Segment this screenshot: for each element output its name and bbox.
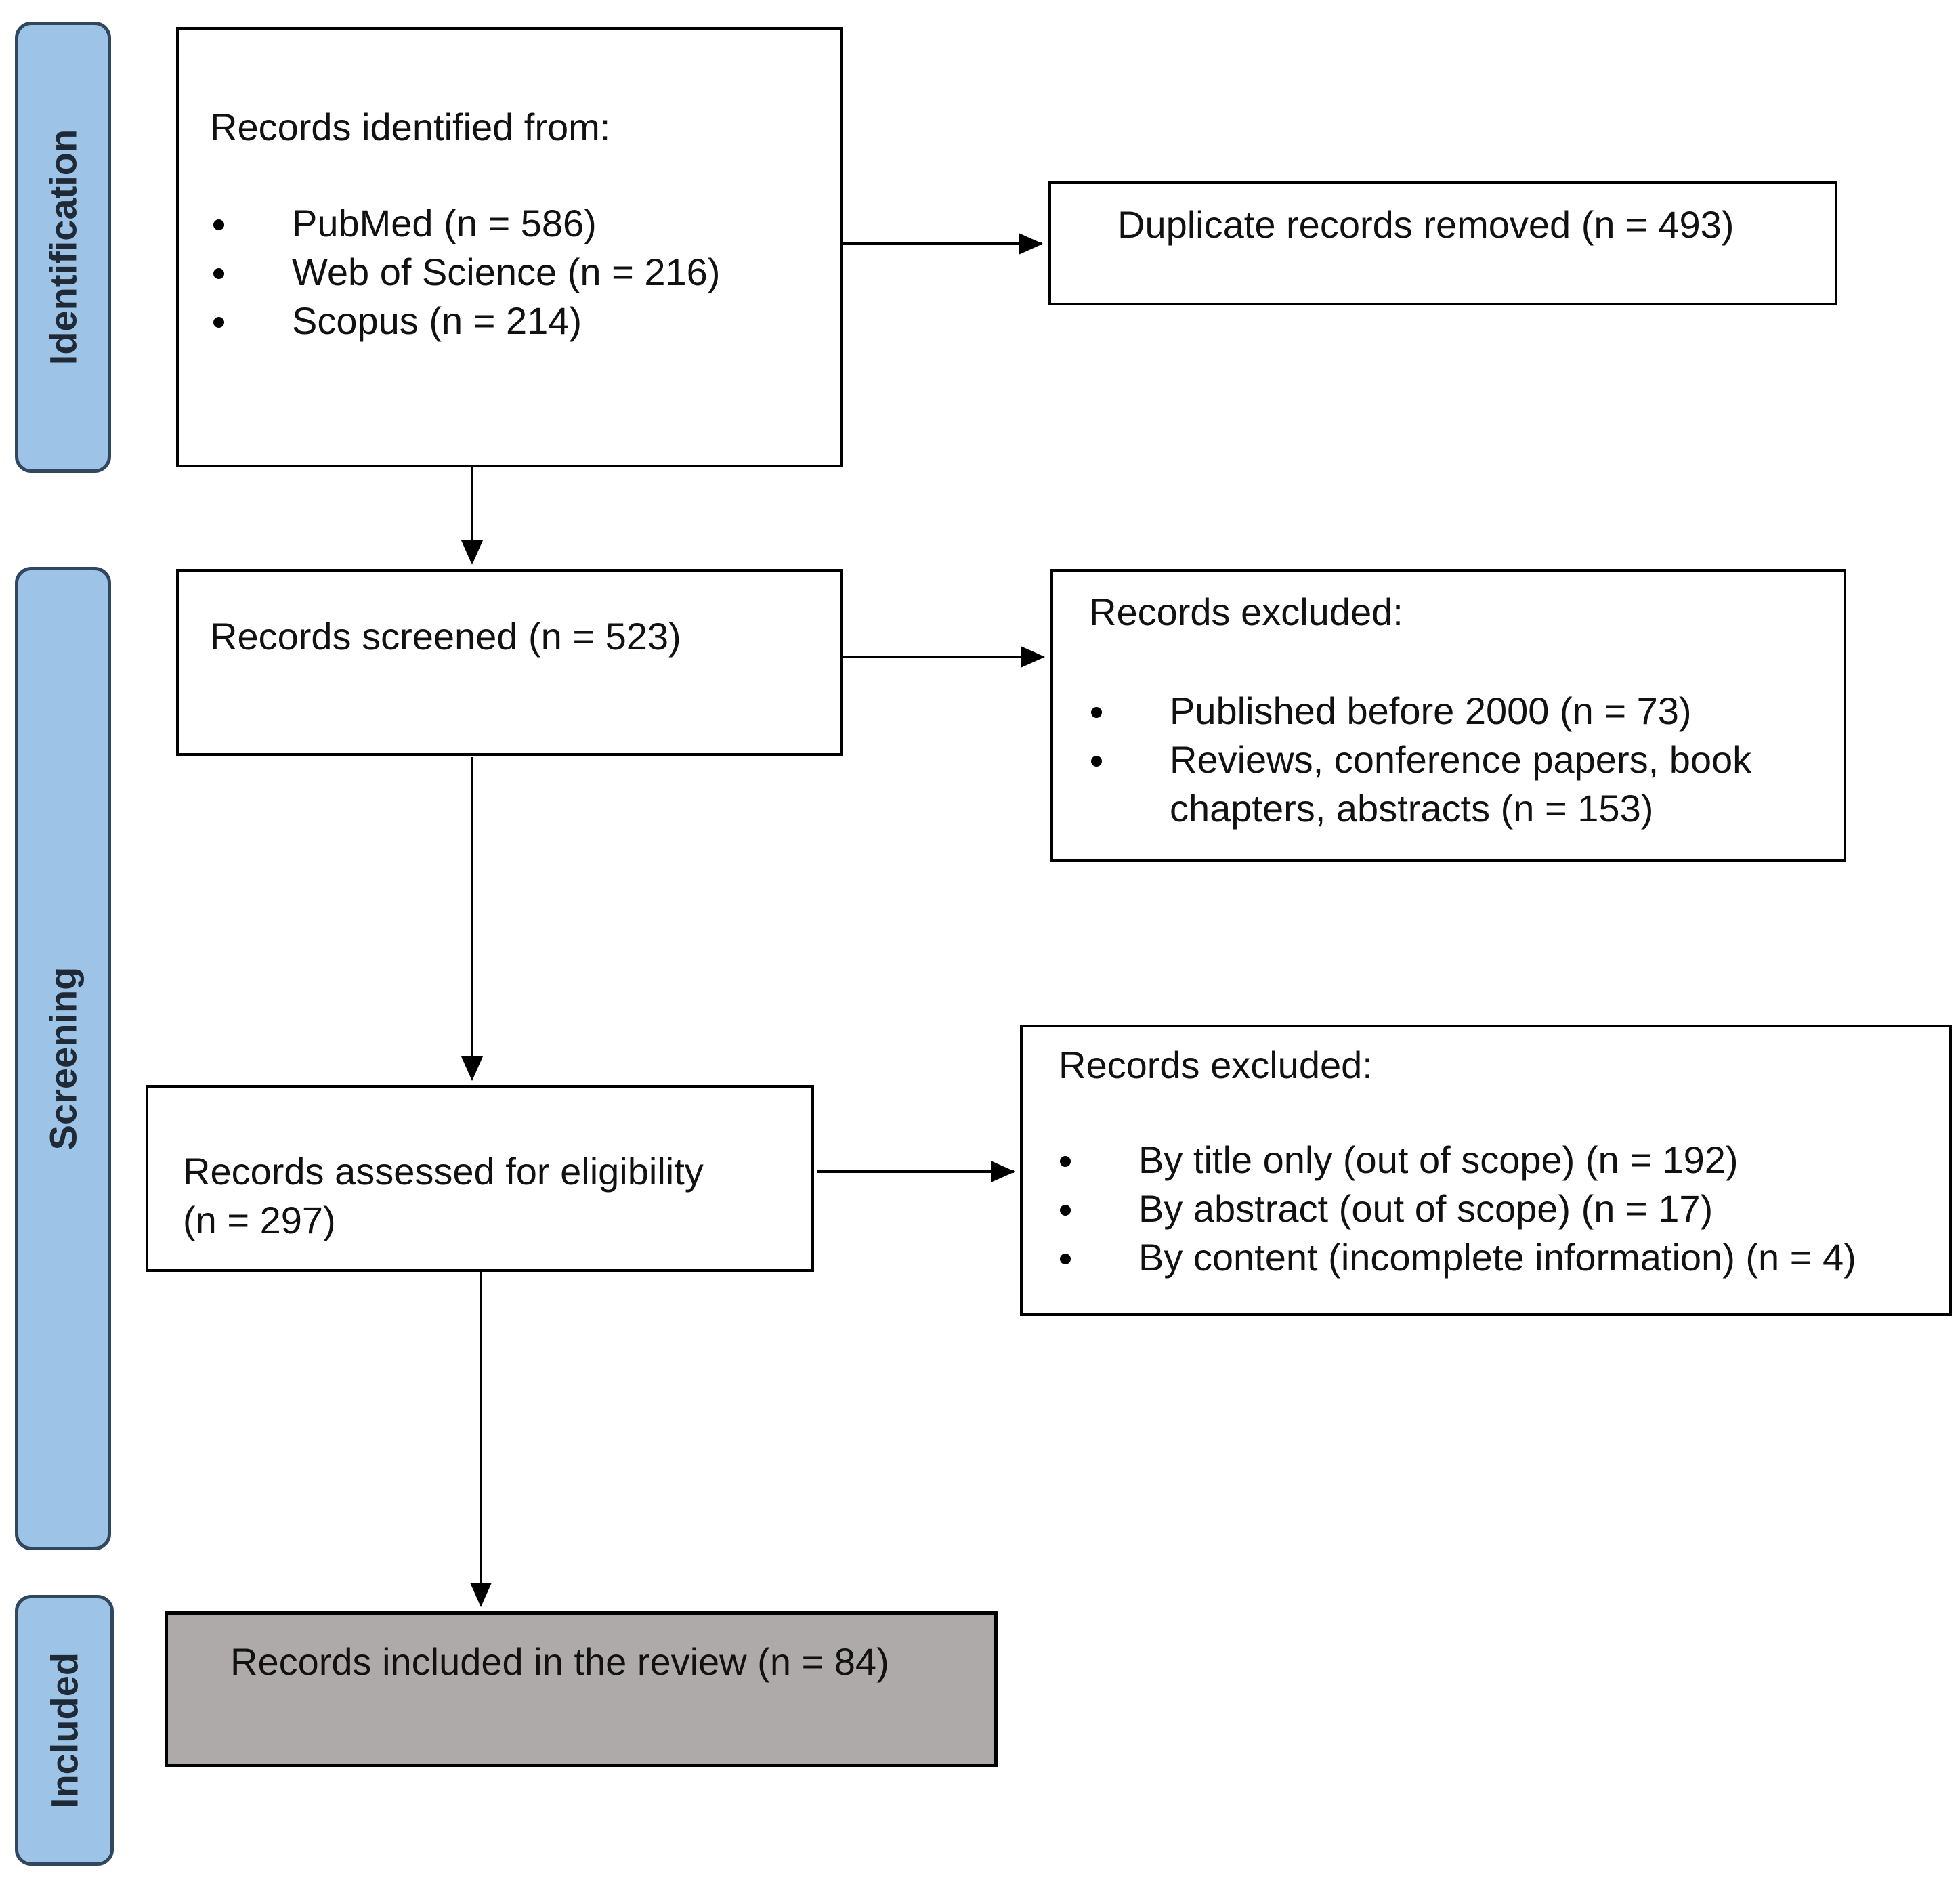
source-item-web-of-science: Web of Science (n = 216) bbox=[213, 248, 720, 297]
records-assessed-line2: (n = 297) bbox=[183, 1199, 336, 1241]
records-identified-heading: Records identified from: bbox=[210, 106, 611, 148]
exclusion-item-title: By title only (out of scope) (n = 192) bbox=[1059, 1136, 1856, 1184]
records-assessed-line1: Records assessed for eligibility bbox=[183, 1150, 704, 1193]
records-included-box: Records included in the review (n = 84) bbox=[165, 1611, 998, 1767]
exclusion-item-abstract: By abstract (out of scope) (n = 17) bbox=[1059, 1184, 1856, 1233]
records-excluded-eligibility-box: Records excluded: By title only (out of … bbox=[1020, 1025, 1952, 1316]
records-screened-text: Records screened (n = 523) bbox=[210, 615, 681, 658]
exclusion-item-reviews-line2: chapters, abstracts (n = 153) bbox=[1170, 787, 1654, 830]
duplicates-removed-text: Duplicate records removed (n = 493) bbox=[1117, 203, 1734, 246]
exclusion-item-pre-2000: Published before 2000 (n = 73) bbox=[1090, 687, 1751, 735]
phase-screening: Screening bbox=[15, 567, 111, 1550]
records-included-text: Records included in the review (n = 84) bbox=[230, 1640, 889, 1683]
source-item-pubmed: PubMed (n = 586) bbox=[213, 199, 720, 248]
records-excluded-screening-box: Records excluded: Published before 2000 … bbox=[1050, 569, 1846, 862]
source-item-scopus: Scopus (n = 214) bbox=[213, 297, 720, 345]
records-assessed-box: Records assessed for eligibility (n = 29… bbox=[146, 1085, 814, 1272]
eligibility-exclusion-list: By title only (out of scope) (n = 192) B… bbox=[1059, 1136, 1856, 1282]
exclusion-item-content: By content (incomplete information) (n =… bbox=[1059, 1233, 1856, 1282]
source-list: PubMed (n = 586) Web of Science (n = 216… bbox=[213, 199, 720, 345]
screening-exclusion-list: Published before 2000 (n = 73) Reviews, … bbox=[1090, 687, 1751, 833]
records-identified-box: Records identified from: PubMed (n = 586… bbox=[176, 27, 843, 467]
records-excluded-screening-heading: Records excluded: bbox=[1089, 591, 1403, 633]
exclusion-item-reviews: Reviews, conference papers, book chapter… bbox=[1090, 735, 1751, 833]
phase-identification: Identification bbox=[15, 22, 111, 473]
phase-included: Included bbox=[15, 1595, 114, 1866]
records-excluded-eligibility-heading: Records excluded: bbox=[1059, 1044, 1373, 1086]
exclusion-item-reviews-line1: Reviews, conference papers, book bbox=[1170, 738, 1752, 781]
duplicates-removed-box: Duplicate records removed (n = 493) bbox=[1048, 181, 1837, 305]
records-screened-box: Records screened (n = 523) bbox=[176, 569, 843, 756]
